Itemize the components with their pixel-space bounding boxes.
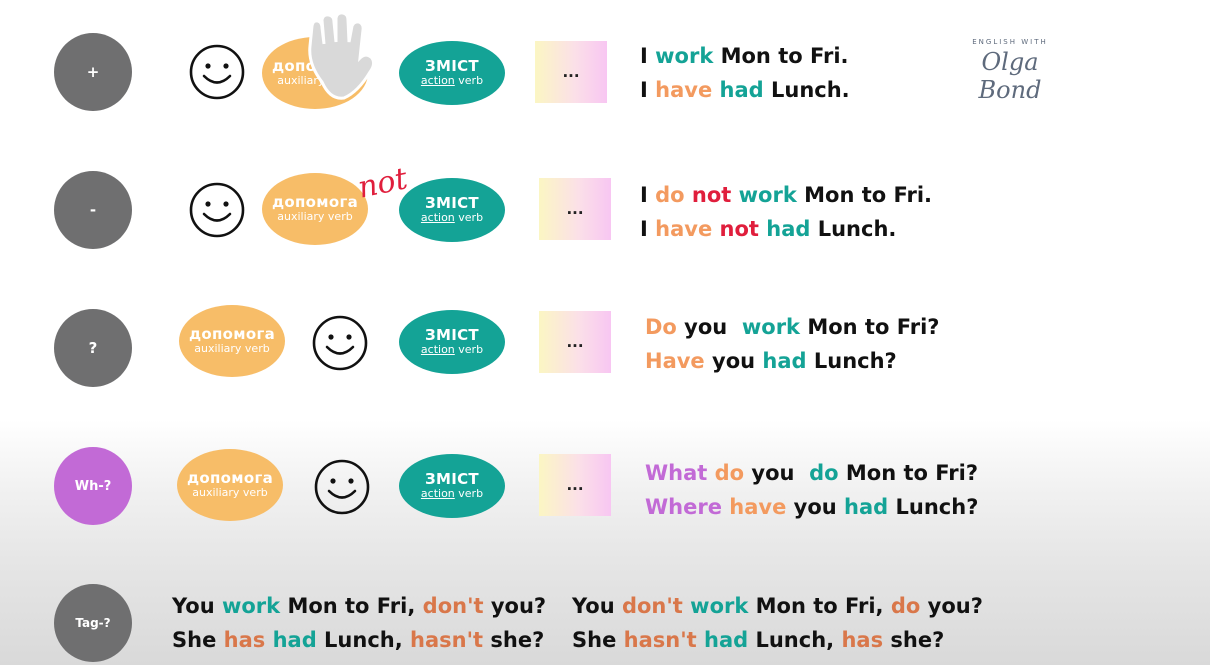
main-sub-verb: verb bbox=[458, 343, 484, 357]
main-verb-oval: ЗМІСТ action verb bbox=[399, 41, 505, 105]
aux-title: допомога bbox=[188, 325, 275, 344]
main-title: ЗМІСТ bbox=[425, 326, 479, 345]
sentence-affirmative-1: I work Mon to Fri. bbox=[640, 44, 849, 68]
smiley-face-icon bbox=[189, 182, 245, 238]
main-title: ЗМІСТ bbox=[425, 57, 479, 76]
smiley-face-icon bbox=[189, 44, 245, 100]
sign-wh: Wh-? bbox=[54, 447, 132, 525]
tag-right-line-1: You don't work Mon to Fri, do you? bbox=[572, 594, 983, 618]
main-sub-action: action bbox=[420, 343, 455, 357]
row-tag-question: Tag-? You work Mon to Fri, don't you? Sh… bbox=[0, 563, 1210, 665]
sentence-wh-1: What do you do Mon to Fri? bbox=[645, 461, 979, 485]
aux-subtitle: auxiliary verb bbox=[192, 486, 268, 500]
sentence-question-2: Have you had Lunch? bbox=[645, 349, 897, 373]
main-sub-verb: verb bbox=[458, 487, 484, 501]
main-verb-oval: ЗМІСТ action verb bbox=[399, 178, 505, 242]
row-negative: - допомога auxiliary verb not ЗМІСТ acti… bbox=[0, 150, 1210, 270]
sentence-affirmative-2: I have had Lunch. bbox=[640, 78, 850, 102]
sign-plus: + bbox=[54, 33, 132, 111]
tag-right-line-2: She hasn't had Lunch, has she? bbox=[572, 628, 945, 652]
aux-title: допомога bbox=[186, 469, 273, 488]
row-wh-question: Wh-? допомога auxiliary verb ЗМІСТ actio… bbox=[0, 426, 1210, 546]
sign-minus: - bbox=[54, 171, 132, 249]
row-question: ? допомога auxiliary verb ЗМІСТ action v… bbox=[0, 288, 1210, 408]
row-affirmative: + допомога auxiliary verb ЗМІСТ action v… bbox=[0, 12, 1210, 132]
placeholder-box: ... bbox=[539, 178, 611, 240]
main-sub-action: action bbox=[420, 211, 455, 225]
sentence-negative-2: I have not had Lunch. bbox=[640, 217, 897, 241]
main-title: ЗМІСТ bbox=[425, 470, 479, 489]
sign-tag: Tag-? bbox=[54, 584, 132, 662]
logo-top-text: ENGLISH WITH bbox=[972, 38, 1048, 46]
sign-question: ? bbox=[54, 309, 132, 387]
sentence-question-1: Do you work Mon to Fri? bbox=[645, 315, 940, 339]
smiley-face-icon bbox=[312, 315, 368, 371]
aux-subtitle: auxiliary verb bbox=[277, 210, 353, 224]
auxiliary-verb-oval: допомога auxiliary verb bbox=[179, 305, 285, 377]
auxiliary-verb-oval: допомога auxiliary verb bbox=[262, 173, 368, 245]
main-sub-verb: verb bbox=[458, 211, 484, 225]
placeholder-box: ... bbox=[539, 311, 611, 373]
smiley-face-icon bbox=[314, 459, 370, 515]
logo-script-text: Olga Bond bbox=[978, 48, 1042, 104]
sentence-wh-2: Where have you had Lunch? bbox=[645, 495, 979, 519]
hand-cursor-icon bbox=[308, 12, 376, 100]
main-verb-oval: ЗМІСТ action verb bbox=[399, 454, 505, 518]
aux-title: допомога bbox=[271, 193, 358, 212]
aux-subtitle: auxiliary verb bbox=[194, 342, 270, 356]
tag-left-line-2: She has had Lunch, hasn't she? bbox=[172, 628, 545, 652]
tag-left-line-1: You work Mon to Fri, don't you? bbox=[172, 594, 547, 618]
sentence-negative-1: I do not work Mon to Fri. bbox=[640, 183, 933, 207]
main-sub-action: action bbox=[420, 487, 455, 501]
main-sub-action: action bbox=[420, 74, 455, 88]
placeholder-box: ... bbox=[539, 454, 611, 516]
main-verb-oval: ЗМІСТ action verb bbox=[399, 310, 505, 374]
main-title: ЗМІСТ bbox=[425, 194, 479, 213]
logo: ENGLISH WITH Olga Bond bbox=[950, 38, 1070, 104]
auxiliary-verb-oval: допомога auxiliary verb bbox=[177, 449, 283, 521]
placeholder-box: ... bbox=[535, 41, 607, 103]
main-sub-verb: verb bbox=[458, 74, 484, 88]
